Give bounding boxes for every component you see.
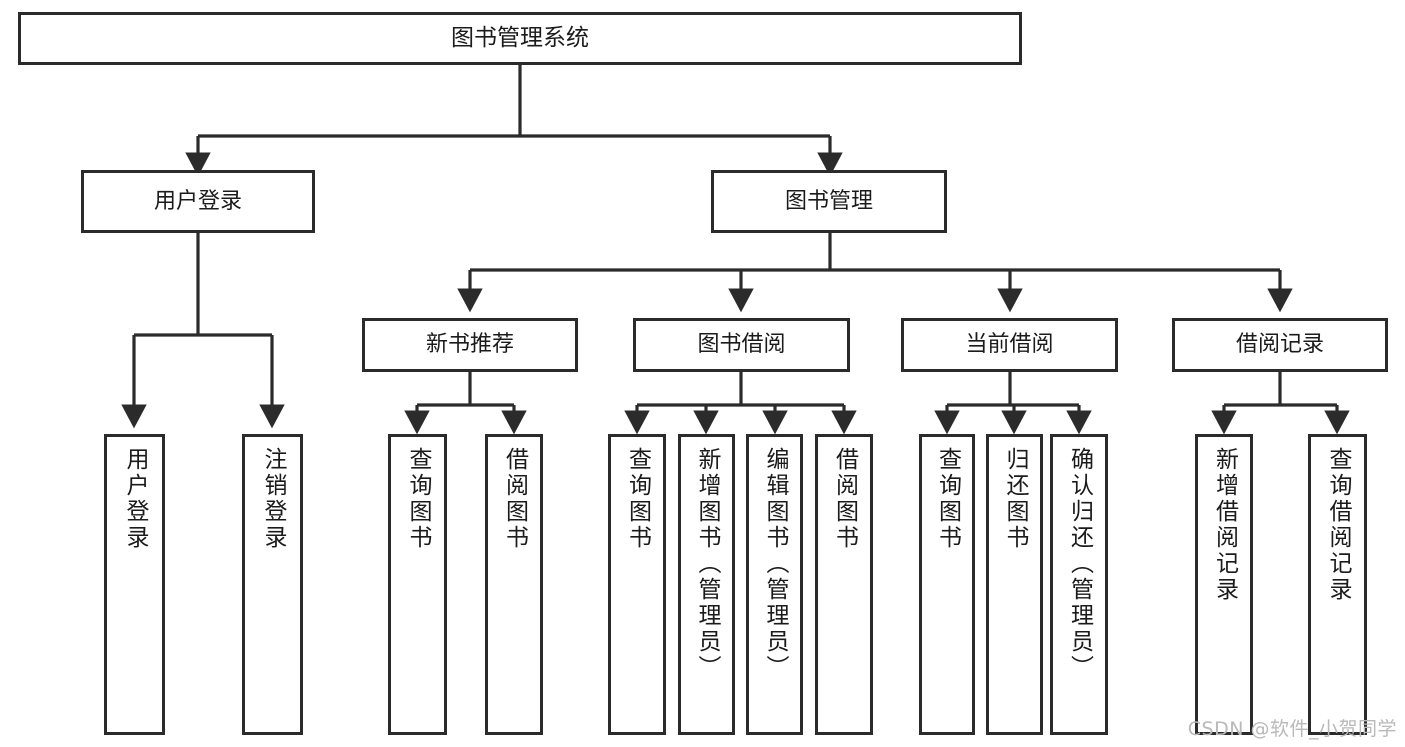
node-book-manage[interactable]: 图书管理: [711, 170, 947, 233]
leaf-query-book-3-label: 查询图书: [934, 447, 961, 551]
leaf-logout[interactable]: 注销登录: [242, 434, 303, 735]
leaf-logout-label: 注销登录: [260, 447, 286, 551]
leaf-edit-book[interactable]: 编辑图书（管理员）: [746, 434, 803, 735]
node-root-label: 图书管理系统: [451, 24, 589, 51]
leaf-borrow-book-1-label: 借阅图书: [501, 447, 528, 551]
leaf-add-record[interactable]: 新增借阅记录: [1195, 434, 1253, 735]
node-book-borrow-label: 图书借阅: [697, 332, 786, 358]
node-user-login-label: 用户登录: [153, 188, 242, 214]
leaf-query-book-2-label: 查询图书: [624, 447, 651, 551]
node-book-manage-label: 图书管理: [784, 188, 873, 214]
leaf-query-book-2[interactable]: 查询图书: [608, 434, 666, 735]
leaf-add-book[interactable]: 新增图书（管理员）: [678, 434, 735, 735]
leaf-query-record-label: 查询借阅记录: [1325, 447, 1351, 603]
leaf-confirm-return-label: 确认归还（管理员）: [1066, 447, 1093, 681]
leaf-user-login[interactable]: 用户登录: [104, 434, 165, 735]
leaf-edit-book-label: 编辑图书（管理员）: [762, 447, 788, 681]
leaf-query-book-1-label: 查询图书: [405, 447, 431, 551]
node-borrow-record-label: 借阅记录: [1235, 332, 1324, 358]
leaf-borrow-book-1[interactable]: 借阅图书: [485, 434, 543, 735]
node-book-borrow[interactable]: 图书借阅: [633, 318, 850, 372]
node-borrow-record[interactable]: 借阅记录: [1172, 318, 1388, 372]
csdn-watermark: CSDN @软件_小贺同学: [1187, 718, 1397, 740]
leaf-borrow-book-2-label: 借阅图书: [831, 447, 858, 551]
leaf-return-book[interactable]: 归还图书: [986, 434, 1043, 735]
leaf-query-book-3[interactable]: 查询图书: [919, 434, 975, 735]
node-user-login[interactable]: 用户登录: [81, 170, 315, 233]
node-current-borrow[interactable]: 当前借阅: [901, 318, 1118, 372]
leaf-add-book-label: 新增图书（管理员）: [694, 447, 720, 681]
node-root[interactable]: 图书管理系统: [18, 12, 1022, 65]
node-current-borrow-label: 当前借阅: [965, 332, 1054, 358]
leaf-query-book-1[interactable]: 查询图书: [388, 434, 447, 735]
node-new-book-rec-label: 新书推荐: [425, 332, 514, 358]
leaf-add-record-label: 新增借阅记录: [1211, 447, 1238, 603]
leaf-user-login-label: 用户登录: [122, 447, 148, 551]
leaf-query-record[interactable]: 查询借阅记录: [1308, 434, 1367, 735]
leaf-borrow-book-2[interactable]: 借阅图书: [815, 434, 873, 735]
leaf-confirm-return[interactable]: 确认归还（管理员）: [1050, 434, 1108, 735]
leaf-return-book-label: 归还图书: [1002, 447, 1028, 551]
node-new-book-rec[interactable]: 新书推荐: [362, 318, 578, 372]
